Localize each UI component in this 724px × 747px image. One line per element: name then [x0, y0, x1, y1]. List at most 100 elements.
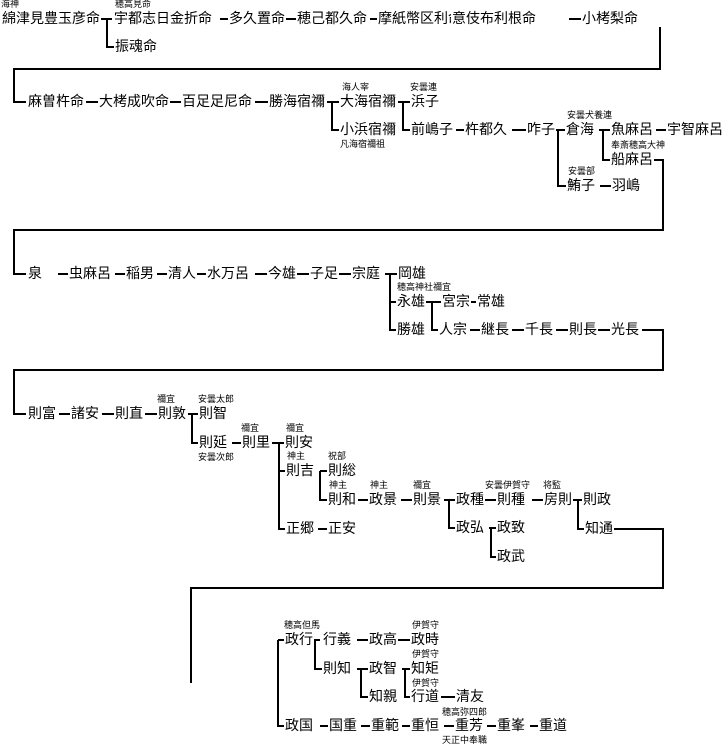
- person-n69: 政時: [410, 631, 440, 649]
- person-n28: 清人: [167, 265, 197, 283]
- annotation-a5: 凡海宿禰祖: [340, 140, 386, 150]
- person-n7: 小栲梨命: [581, 10, 639, 28]
- annotation-a22: 穂高但馬: [284, 621, 321, 631]
- person-n59: 則政: [582, 491, 612, 509]
- person-n77: 国重: [328, 717, 358, 735]
- annotation-a19: 禰宜: [413, 481, 432, 491]
- person-n68: 政高: [368, 631, 398, 649]
- person-n33: 岡雄: [397, 265, 427, 283]
- person-n44: 諸安: [70, 405, 100, 423]
- person-n16: 前嶋子: [410, 121, 454, 139]
- link-line: [13, 273, 664, 415]
- person-n79: 重恒: [410, 717, 440, 735]
- person-n20: 魚麻呂: [610, 121, 654, 139]
- person-n71: 政智: [368, 660, 398, 678]
- person-n72: 知矩: [410, 660, 440, 678]
- person-n25: 泉: [27, 265, 43, 283]
- person-n63: 政武: [496, 548, 526, 566]
- person-n34: 永雄: [396, 293, 426, 311]
- person-n22: 船麻呂: [610, 151, 654, 169]
- annotation-a13: 安曇次郎: [198, 453, 235, 463]
- person-n54: 政景: [368, 491, 398, 509]
- link-line: [86, 101, 666, 187]
- person-n75: 清友: [455, 688, 485, 706]
- annotation-a20: 安曇伊賀守: [485, 481, 531, 491]
- person-n12: 勝海宿禰: [268, 93, 326, 111]
- person-n53: 則和: [327, 491, 357, 509]
- person-n65: 正安: [327, 520, 357, 538]
- person-n60: 知通: [584, 520, 614, 538]
- person-n43: 則富: [27, 405, 57, 423]
- link-line: [277, 639, 538, 727]
- person-n23: 鮪子: [566, 177, 596, 195]
- person-n35: 宮宗: [441, 293, 471, 311]
- annotation-a24: 伊賀守: [412, 650, 440, 660]
- annotation-a6: 安曇犬養連: [567, 111, 613, 121]
- person-n19: 倉海: [565, 121, 595, 139]
- annotation-a16: 祝部: [328, 452, 347, 462]
- annotation-a12: 禰宜: [241, 424, 260, 434]
- person-n6: 意伎布利根命: [451, 10, 537, 28]
- person-n13: 大海宿禰: [339, 93, 397, 111]
- annotation-a1: 海神: [1, 0, 20, 10]
- person-n2: 宇都志日金折命: [113, 10, 213, 28]
- person-n27: 稲男: [125, 265, 155, 283]
- person-n8: 振魂命: [114, 38, 158, 56]
- annotation-a23: 伊賀守: [412, 621, 440, 631]
- annotation-a27: 天正中奉職: [442, 736, 488, 746]
- person-n1: 綿津見豊玉彦命: [1, 10, 101, 28]
- person-n10: 大栲成吹命: [98, 93, 170, 111]
- annotation-a4: 安曇連: [410, 83, 438, 93]
- person-n82: 重道: [538, 717, 568, 735]
- person-n56: 政種: [455, 491, 485, 509]
- person-n81: 重峯: [496, 717, 526, 735]
- person-n39: 継長: [480, 321, 510, 339]
- person-n52: 則総: [327, 462, 357, 480]
- annotation-a11: 安曇太郎: [198, 395, 235, 405]
- person-n21: 宇智麻呂: [666, 121, 724, 139]
- person-n17: 杵都久: [464, 121, 508, 139]
- link-line: [13, 18, 661, 103]
- person-n55: 則景: [412, 491, 442, 509]
- person-n51: 則吉: [285, 462, 315, 480]
- person-n80: 重芳: [454, 717, 484, 735]
- link-line: [59, 413, 584, 558]
- person-n73: 知親: [368, 688, 398, 706]
- annotation-a21: 将監: [543, 481, 562, 491]
- person-n42: 光長: [610, 321, 640, 339]
- person-n5: 摩紙幣区利命: [377, 10, 463, 28]
- person-n41: 則長: [568, 321, 598, 339]
- person-n67: 行義: [322, 631, 352, 649]
- person-n38: 人宗: [438, 321, 468, 339]
- annotation-a10: 禰宜: [157, 395, 176, 405]
- person-n14: 浜子: [410, 93, 440, 111]
- person-n40: 千長: [524, 321, 554, 339]
- person-n74: 行道: [410, 688, 440, 706]
- person-n66: 政行: [284, 631, 314, 649]
- annotation-a15: 神主: [287, 452, 306, 462]
- annotation-a7: 奉斎穂高大神: [611, 141, 666, 151]
- person-n24: 羽嶋: [611, 177, 641, 195]
- annotation-a25: 伊賀守: [412, 679, 440, 689]
- person-n3: 多久置命: [228, 10, 286, 28]
- person-n50: 則安: [284, 434, 314, 452]
- person-n49: 則里: [241, 434, 271, 452]
- person-n64: 正郷: [285, 520, 315, 538]
- person-n9: 麻曽杵命: [27, 93, 85, 111]
- person-n15: 小浜宿禰: [339, 121, 397, 139]
- person-n30: 今雄: [267, 265, 297, 283]
- annotation-a26: 穂高弥四郎: [442, 708, 488, 718]
- person-n32: 宗庭: [351, 265, 381, 283]
- annotation-a2: 穂高見命: [115, 0, 152, 10]
- person-n37: 勝雄: [396, 321, 426, 339]
- person-n31: 子足: [309, 265, 339, 283]
- person-n70: 則知: [322, 660, 352, 678]
- person-n47: 則智: [198, 405, 228, 423]
- person-n76: 政国: [284, 717, 314, 735]
- person-n11: 百足足尼命: [181, 93, 253, 111]
- person-n29: 水万呂: [206, 265, 250, 283]
- person-n58: 房則: [543, 491, 573, 509]
- person-n26: 虫麻呂: [68, 265, 112, 283]
- link-line: [190, 528, 664, 683]
